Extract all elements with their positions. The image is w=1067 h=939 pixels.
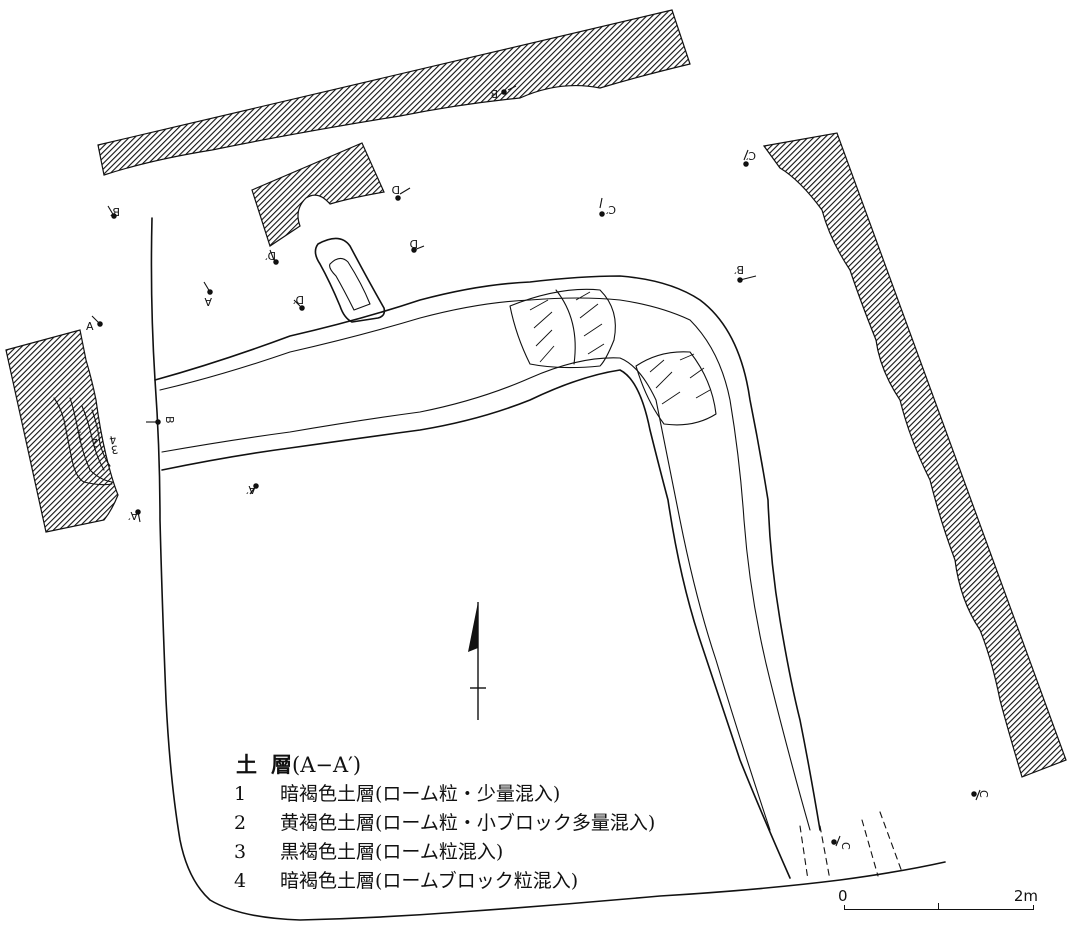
pit-layer-number: 1	[75, 428, 84, 442]
section-label-d: D	[392, 183, 400, 196]
baulk-center-hatched	[251, 142, 385, 247]
legend-title-main: 土	[236, 752, 257, 777]
ditch-inner-line-2	[161, 357, 771, 831]
legend-row: 4 暗褐色土層(ロームブロック粒混入)	[234, 867, 794, 896]
ditch-outer-edge-south	[161, 369, 791, 879]
legend-row: 2 黄褐色土層(ローム粒・小ブロック多量混入)	[234, 809, 794, 838]
legend-layer-number: 1	[234, 783, 247, 805]
scale-bar: 0 2m	[838, 887, 1038, 927]
baulk-top-hatched	[97, 9, 691, 176]
pit-layer-line-2	[81, 405, 105, 471]
legend-title-section: (A−A′)	[292, 753, 362, 777]
ditch-dashed-line	[799, 825, 809, 881]
pit-layer-line-1	[69, 397, 113, 483]
legend-layer-number: 3	[234, 841, 247, 863]
legend-title-second: 層	[271, 752, 292, 777]
slope-divider	[555, 289, 576, 365]
legend-layer-number: 2	[234, 812, 247, 834]
legend-title: 土層(A−A′)	[236, 750, 794, 780]
slope-hachure-block	[509, 288, 616, 369]
slope-hachure-block-2	[635, 351, 717, 426]
section-label-b-prime: B′	[733, 263, 744, 276]
legend-row: 1 暗褐色土層(ローム粒・少量混入)	[234, 780, 794, 809]
section-label-a: A	[86, 320, 94, 333]
pit-layer-line-3	[91, 409, 111, 467]
legend-layer-text: 暗褐色土層(ローム粒・少量混入)	[280, 783, 561, 805]
small-pit-inner	[329, 257, 371, 311]
legend-layer-text: 黄褐色土層(ローム粒・小ブロック多量混入)	[280, 812, 656, 834]
excavation-boundary	[150, 217, 946, 921]
pit-layer-numbers: 4 3 2 1	[75, 428, 119, 456]
section-label-c: C	[977, 790, 990, 798]
pit-layer-number: 3	[110, 442, 119, 456]
section-label-a: A	[204, 295, 212, 308]
slope-arrows-2	[649, 353, 711, 405]
section-label-a-prime: A′	[245, 483, 256, 496]
ditch-dashed-line	[861, 819, 879, 877]
section-label-c: C′	[605, 203, 616, 216]
ditch-inner-line-1	[159, 297, 811, 831]
section-label-d-prime: D′	[265, 249, 276, 262]
legend-layer-text: 暗褐色土層(ロームブロック粒混入)	[280, 870, 579, 892]
section-label-b: B	[163, 416, 176, 424]
legend-layer-number: 4	[234, 870, 247, 892]
pit-layer-number: 2	[90, 436, 99, 450]
scale-start-label: 0	[838, 887, 848, 905]
baulk-left-hatched	[5, 329, 119, 533]
pit-section-outline	[53, 397, 113, 486]
ditch-dashed-line	[819, 825, 831, 881]
section-label-c: C′	[745, 149, 756, 162]
legend-layer-text: 黒褐色土層(ローム粒混入)	[280, 841, 504, 863]
scale-end-label: 2m	[1013, 887, 1038, 905]
baulk-right-hatched	[762, 132, 1067, 778]
section-label-a-prime: A′	[127, 509, 138, 522]
north-arrow-icon	[468, 602, 486, 720]
small-pit-outer	[314, 237, 386, 323]
legend-row: 3 黒褐色土層(ローム粒混入)	[234, 838, 794, 867]
soil-layer-legend: 土層(A−A′) 1 暗褐色土層(ローム粒・少量混入) 2 黄褐色土層(ローム粒・小…	[234, 750, 794, 896]
pit-layer-number: 4	[108, 433, 117, 447]
scale-bar-line	[844, 903, 1034, 910]
section-label-d-prime: D′	[293, 293, 304, 306]
slope-arrows-1	[529, 291, 605, 363]
ditch-outer-edge-north	[154, 275, 821, 831]
section-label-b-prime: B′	[109, 205, 120, 218]
ditch-dashed-line	[879, 811, 903, 873]
section-label-d: D	[410, 237, 418, 250]
section-label-b: B	[490, 87, 498, 100]
section-label-c: C	[839, 842, 852, 850]
section-markers	[91, 85, 981, 847]
